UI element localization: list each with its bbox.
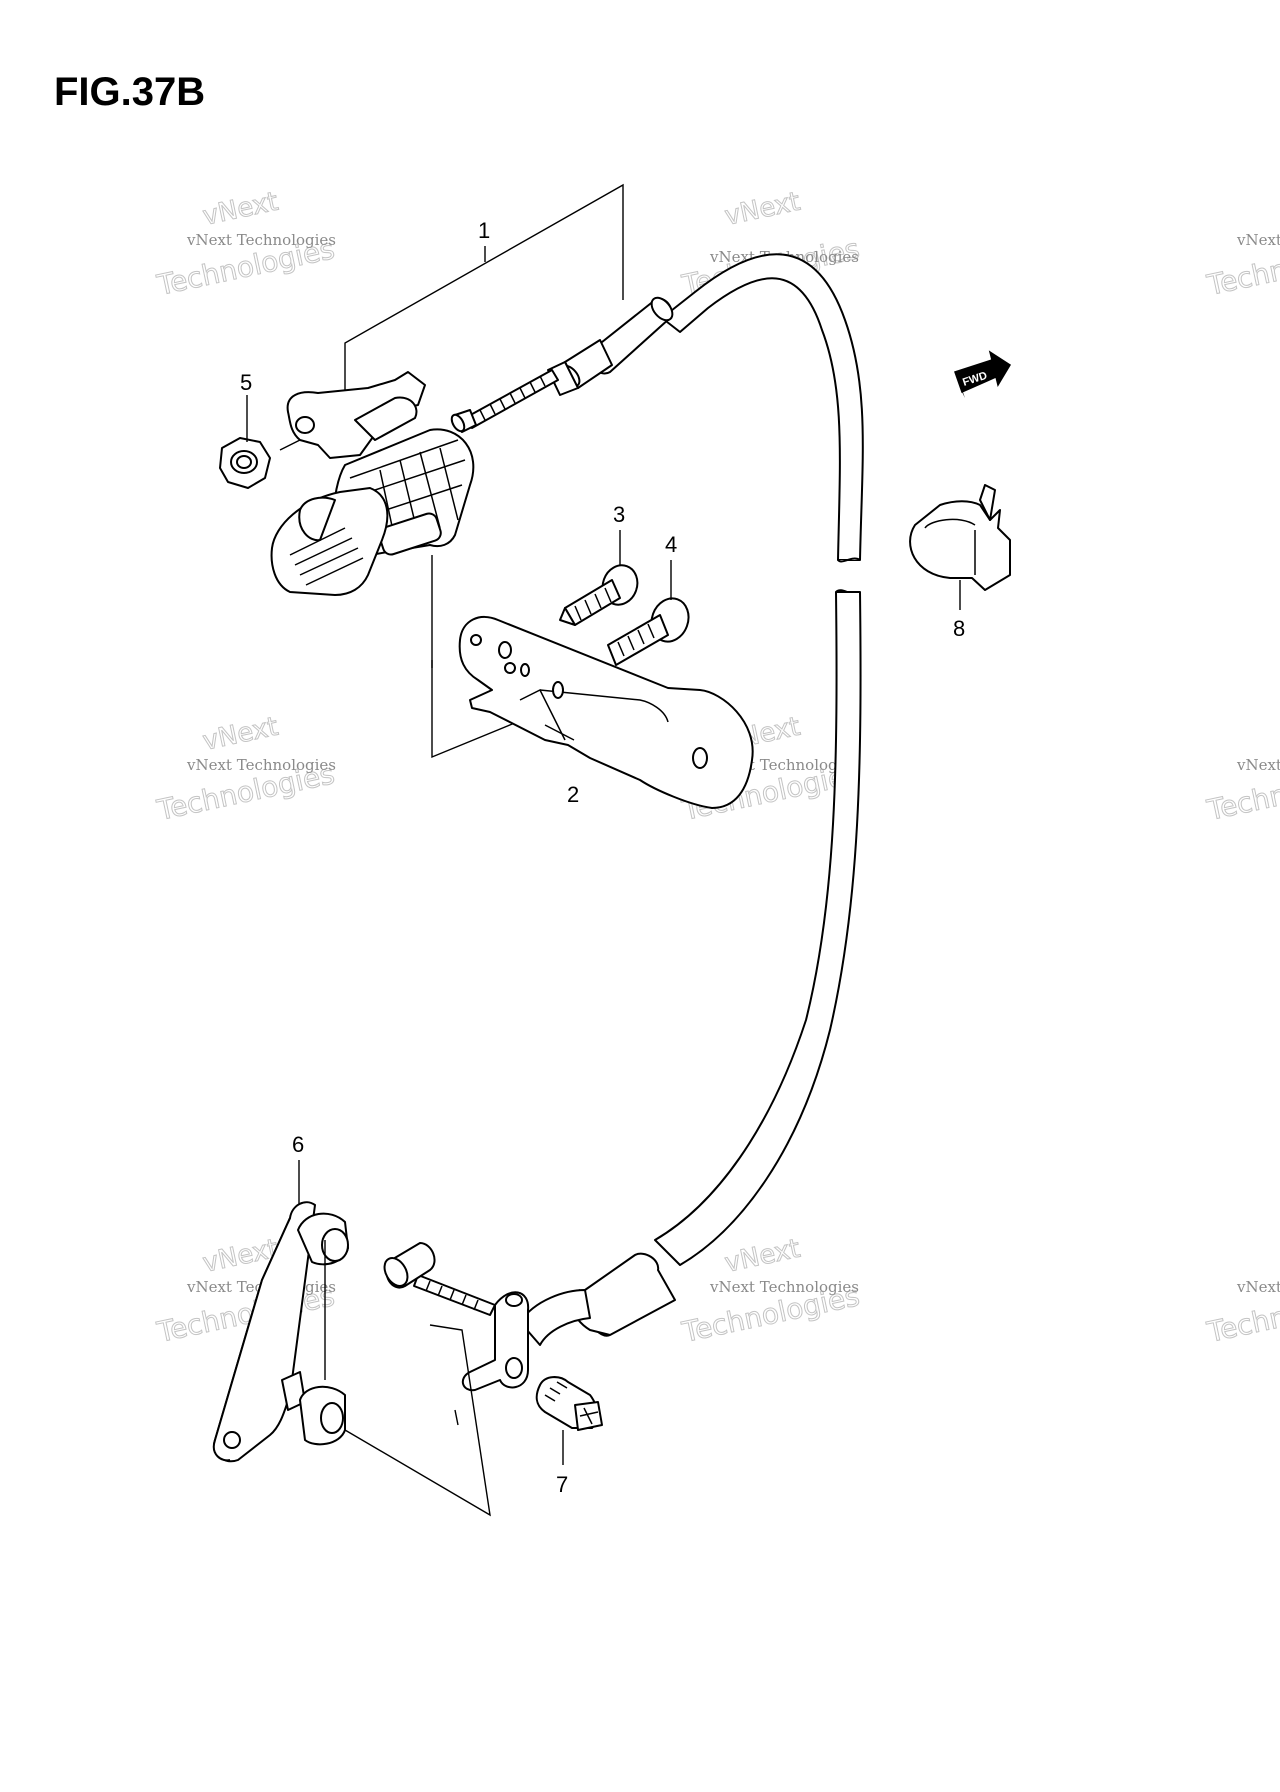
svg-text:vNext Technologies: vNext Technologies [709, 1278, 859, 1296]
screw-3 [559, 564, 639, 626]
leader-lines [246, 246, 961, 1465]
callout-8: 8 [953, 616, 965, 641]
watermark-bottom-center: vNext Technologies vNext Technologies [678, 1233, 863, 1349]
watermark-top-right: vNext Technologies Technologies [1203, 231, 1280, 303]
callout-2: 2 [567, 782, 579, 807]
bolt-7 [535, 1376, 603, 1431]
callout-4: 4 [665, 532, 677, 557]
callout-3: 3 [613, 502, 625, 527]
svg-text:vNext: vNext [200, 187, 281, 232]
watermark-mid-right: vNext Technologies Technologies [1203, 756, 1280, 828]
watermark-bottom-right: vNext Technologies Technologies [1203, 1278, 1280, 1350]
svg-text:vNext: vNext [200, 712, 281, 757]
svg-text:vNext Technologies: vNext Technologies [186, 231, 336, 249]
svg-text:vNext: vNext [722, 1234, 803, 1279]
svg-text:vNext Technologies: vNext Technologies [1236, 231, 1280, 249]
svg-text:vNext Technologies: vNext Technologies [1236, 1278, 1280, 1296]
assembly-outline-lower [344, 1324, 491, 1517]
bracket-2 [458, 615, 754, 809]
callout-labels: 1 2 3 4 5 6 7 8 [240, 218, 965, 1497]
watermark-mid-left: vNext Technologies vNext Technologies [153, 711, 338, 827]
callout-6: 6 [292, 1132, 304, 1157]
svg-text:vNext Technologies: vNext Technologies [186, 756, 336, 774]
callout-5: 5 [240, 370, 252, 395]
callout-7: 7 [556, 1472, 568, 1497]
screw-4 [607, 597, 690, 666]
page-title: FIG.37B [54, 70, 206, 114]
svg-text:vNext: vNext [722, 187, 803, 232]
lever-6 [212, 1201, 349, 1463]
clamp-8 [909, 484, 1011, 591]
control-cable [383, 253, 864, 1392]
control-knob [270, 371, 475, 596]
callout-1: 1 [478, 218, 490, 243]
nut-5 [219, 437, 271, 489]
svg-text:vNext Technologies: vNext Technologies [1236, 756, 1280, 774]
watermark-top-left: vNext Technologies vNext Technologies [153, 186, 338, 302]
fwd-direction-arrow: FWD [954, 350, 1012, 398]
